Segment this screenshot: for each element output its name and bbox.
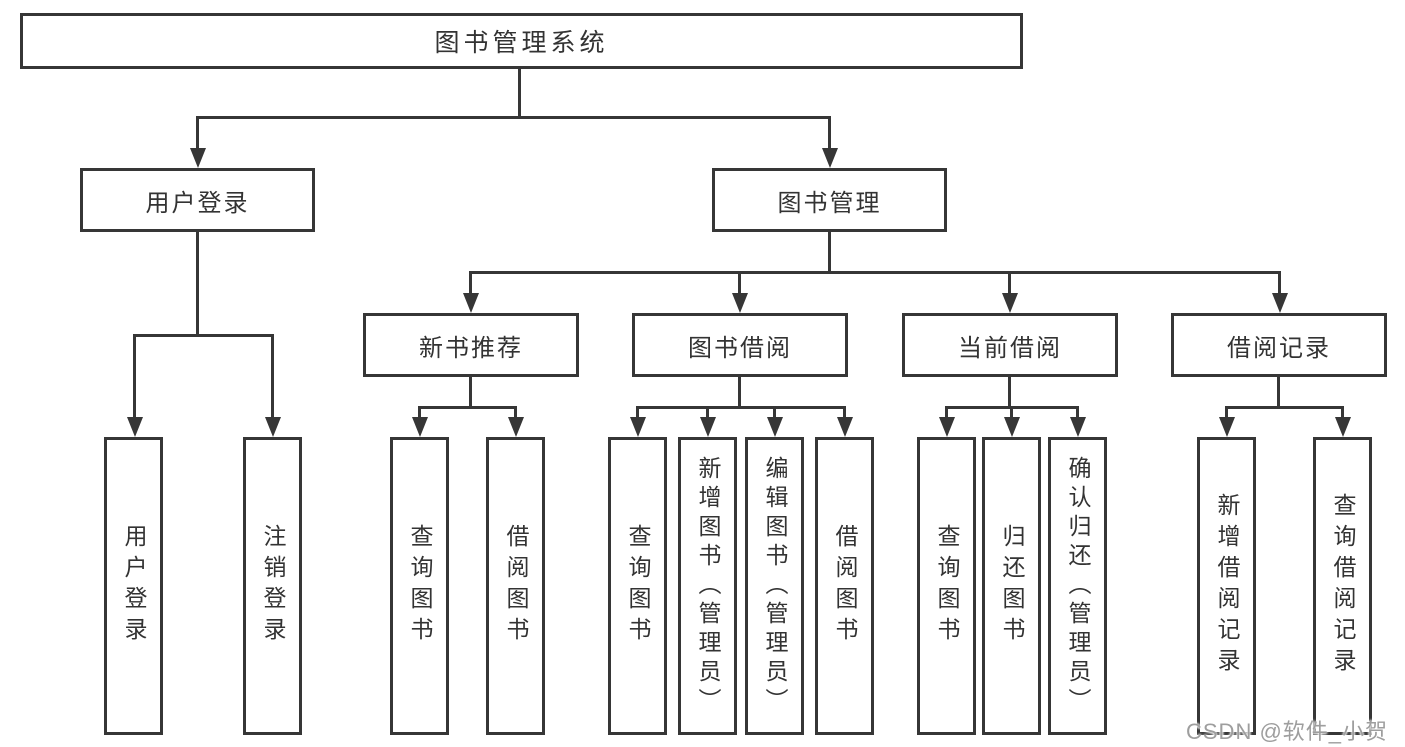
- connector-line: [469, 375, 472, 408]
- arrowhead-down-icon: [1002, 293, 1018, 313]
- node-book-management-label: 图书管理: [777, 189, 882, 217]
- connector-line: [518, 69, 521, 118]
- connector-line: [418, 406, 517, 409]
- arrowhead-down-icon: [939, 417, 955, 437]
- connector-line: [1277, 375, 1280, 408]
- connector-line: [133, 334, 136, 420]
- node-user-login: 用户登录: [80, 168, 315, 232]
- connector-line: [773, 406, 776, 420]
- leaf-bb-add-books-admin: 新增图书（管理员）: [678, 437, 737, 735]
- leaf-nb-query-books: 查询图书: [390, 437, 449, 735]
- arrowhead-down-icon: [127, 417, 143, 437]
- connector-line: [196, 116, 831, 119]
- leaf-nb-borrow-books: 借阅图书: [486, 437, 545, 735]
- arrowhead-down-icon: [1004, 417, 1020, 437]
- arrowhead-down-icon: [412, 417, 428, 437]
- leaf-br-query-record-label: 查询借阅记录: [1330, 493, 1356, 679]
- arrowhead-down-icon: [463, 293, 479, 313]
- node-borrowing-records: 借阅记录: [1171, 313, 1387, 377]
- connector-line: [514, 406, 517, 420]
- node-book-borrowing: 图书借阅: [632, 313, 848, 377]
- leaf-bb-borrow-books-label: 借阅图书: [832, 524, 858, 648]
- connector-line: [1341, 406, 1344, 420]
- node-borrowing-records-label: 借阅记录: [1227, 334, 1331, 362]
- arrowhead-down-icon: [822, 148, 838, 168]
- leaf-user-login-label: 用户登录: [121, 524, 147, 648]
- leaf-bb-edit-books-admin-label: 编辑图书（管理员）: [762, 455, 788, 717]
- arrowhead-down-icon: [1272, 293, 1288, 313]
- leaf-cb-query-books: 查询图书: [917, 437, 976, 735]
- leaf-bb-borrow-books: 借阅图书: [815, 437, 874, 735]
- arrowhead-down-icon: [837, 417, 853, 437]
- node-root-label: 图书管理系统: [434, 29, 609, 57]
- arrowhead-down-icon: [508, 417, 524, 437]
- arrowhead-down-icon: [700, 417, 716, 437]
- connector-line: [738, 271, 741, 297]
- arrowhead-down-icon: [732, 293, 748, 313]
- arrowhead-down-icon: [1219, 417, 1235, 437]
- connector-line: [271, 334, 274, 420]
- node-user-login-label: 用户登录: [145, 189, 250, 217]
- node-new-book-recommend-label: 新书推荐: [419, 334, 523, 362]
- node-book-management: 图书管理: [712, 168, 947, 232]
- connector-line: [636, 406, 845, 409]
- connector-line: [706, 406, 709, 420]
- leaf-bb-query-books: 查询图书: [608, 437, 667, 735]
- arrowhead-down-icon: [1335, 417, 1351, 437]
- connector-line: [1225, 406, 1344, 409]
- leaf-cb-confirm-return-admin-label: 确认归还（管理员）: [1065, 455, 1091, 717]
- arrowhead-down-icon: [265, 417, 281, 437]
- connector-line: [843, 406, 846, 420]
- connector-line: [1225, 406, 1228, 420]
- connector-line: [418, 406, 421, 420]
- arrowhead-down-icon: [1070, 417, 1086, 437]
- leaf-cb-return-books: 归还图书: [982, 437, 1041, 735]
- connector-line: [469, 271, 472, 297]
- connector-line: [196, 116, 199, 150]
- leaf-bb-query-books-label: 查询图书: [625, 524, 651, 648]
- arrowhead-down-icon: [190, 148, 206, 168]
- node-book-borrowing-label: 图书借阅: [688, 334, 792, 362]
- node-current-borrowing: 当前借阅: [902, 313, 1118, 377]
- connector-line: [469, 271, 1280, 274]
- leaf-bb-edit-books-admin: 编辑图书（管理员）: [745, 437, 804, 735]
- node-current-borrowing-label: 当前借阅: [958, 334, 1062, 362]
- leaf-logout-label: 注销登录: [260, 524, 286, 648]
- node-root: 图书管理系统: [20, 13, 1023, 69]
- leaf-user-login: 用户登录: [104, 437, 163, 735]
- leaf-br-add-record-label: 新增借阅记录: [1214, 493, 1240, 679]
- leaf-nb-query-books-label: 查询图书: [407, 524, 433, 648]
- node-new-book-recommend: 新书推荐: [363, 313, 579, 377]
- connector-line: [1010, 406, 1013, 420]
- connector-line: [196, 232, 199, 336]
- connector-line: [133, 334, 274, 337]
- connector-line: [1278, 271, 1281, 297]
- leaf-cb-return-books-label: 归还图书: [999, 524, 1025, 648]
- connector-line: [828, 116, 831, 150]
- connector-line: [1008, 375, 1011, 408]
- leaf-cb-query-books-label: 查询图书: [934, 524, 960, 648]
- leaf-bb-add-books-admin-label: 新增图书（管理员）: [695, 455, 721, 717]
- connector-line: [828, 232, 831, 274]
- arrowhead-down-icon: [767, 417, 783, 437]
- arrowhead-down-icon: [630, 417, 646, 437]
- connector-line: [1008, 271, 1011, 297]
- connector-line: [738, 375, 741, 408]
- watermark: CSDN @软件_小贺同学: [1186, 719, 1389, 744]
- leaf-br-add-record: 新增借阅记录: [1197, 437, 1256, 735]
- leaf-cb-confirm-return-admin: 确认归还（管理员）: [1048, 437, 1107, 735]
- leaf-nb-borrow-books-label: 借阅图书: [503, 524, 529, 648]
- connector-line: [636, 406, 639, 420]
- connector-line: [1076, 406, 1079, 420]
- leaf-br-query-record: 查询借阅记录: [1313, 437, 1372, 735]
- connector-line: [945, 406, 948, 420]
- leaf-logout: 注销登录: [243, 437, 302, 735]
